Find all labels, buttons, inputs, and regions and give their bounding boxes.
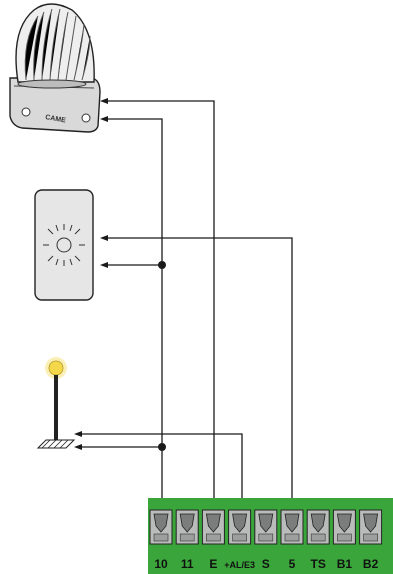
terminal-block bbox=[359, 509, 383, 545]
came-logo: CAME bbox=[45, 114, 67, 125]
terminal-label: S bbox=[262, 557, 270, 571]
terminal-label: B1 bbox=[337, 557, 353, 571]
terminal-label: 10 bbox=[154, 557, 168, 571]
flashing-light: CAME bbox=[9, 3, 101, 133]
terminal-block bbox=[306, 509, 330, 545]
cycle-light-device bbox=[34, 189, 94, 301]
terminal-label: +AL/E3 bbox=[224, 560, 255, 570]
garden-lamp-icon bbox=[36, 357, 76, 449]
terminal-label: 5 bbox=[289, 557, 296, 571]
terminal-block bbox=[149, 509, 173, 545]
terminal-label: TS bbox=[311, 557, 326, 571]
terminal-label: B2 bbox=[363, 557, 379, 571]
cycle-light-icon bbox=[43, 224, 85, 266]
wires bbox=[74, 98, 295, 518]
terminal-board: 10 11 E +AL/E3 S 5 TS B1 B2 bbox=[148, 498, 393, 574]
garden-lamp bbox=[36, 357, 76, 449]
terminal-block bbox=[228, 509, 252, 545]
terminal-block bbox=[175, 509, 199, 545]
terminal-block bbox=[332, 509, 356, 545]
terminal-block bbox=[254, 509, 278, 545]
terminal-block bbox=[201, 509, 225, 545]
terminal-label: 11 bbox=[181, 557, 194, 571]
terminal-block bbox=[280, 509, 304, 545]
terminal-label: E bbox=[209, 557, 217, 571]
